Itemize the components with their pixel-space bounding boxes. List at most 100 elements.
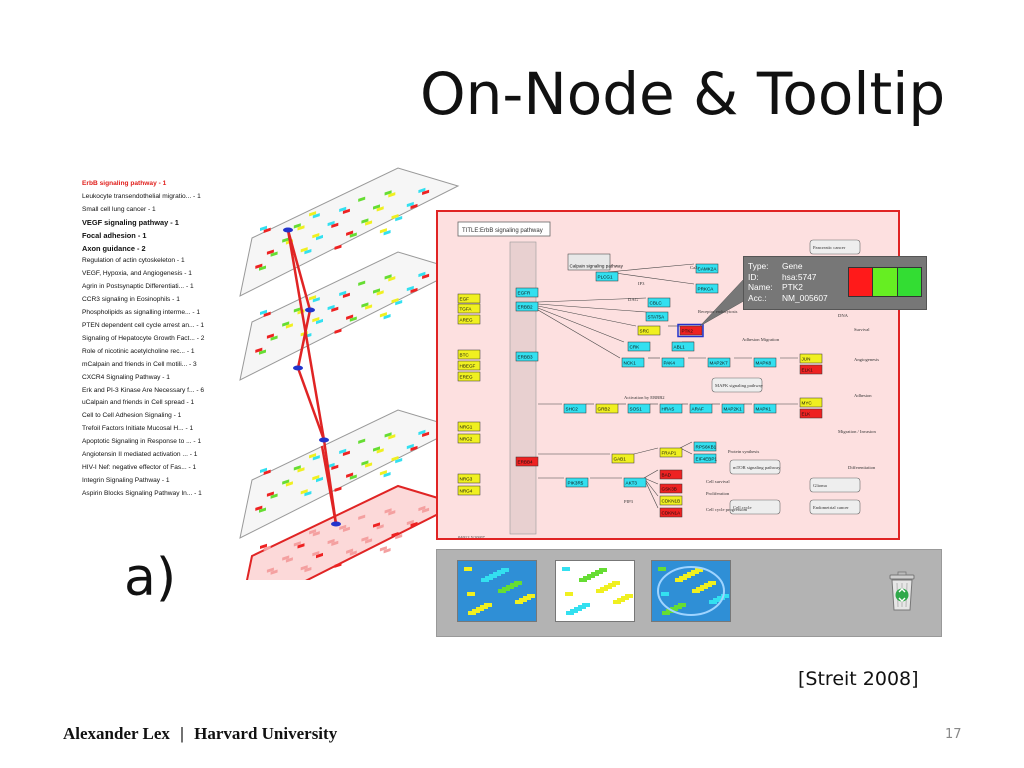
pathway-node[interactable]: MAP2K1: [721, 403, 745, 414]
pathway-node[interactable]: JUN: [799, 353, 823, 364]
pathway-node-box[interactable]: [645, 311, 669, 322]
pathway-node[interactable]: GAB1: [611, 453, 635, 464]
pathway-list-item[interactable]: Erk and PI-3 Kinase Are Necessary f... -…: [82, 386, 205, 394]
pathway-node-box[interactable]: [693, 453, 717, 464]
pathway-node-box[interactable]: [799, 408, 823, 419]
pathway-node-box[interactable]: [707, 357, 731, 368]
pathway-node-box[interactable]: [659, 447, 683, 458]
pathway-node-box[interactable]: [693, 441, 717, 452]
pathway-list-item[interactable]: mCalpain and friends in Cell motili... -…: [82, 360, 197, 368]
pathway-node-box[interactable]: [611, 453, 635, 464]
pathway-node-box[interactable]: [457, 303, 481, 314]
pathway-node[interactable]: RPS6KB1: [693, 441, 717, 452]
pathway-list-item[interactable]: Integrin Signaling Pathway - 1: [82, 476, 170, 484]
pathway-node-box[interactable]: [695, 283, 719, 294]
thumbnail-cell-diagram[interactable]: [651, 560, 731, 622]
pathway-node[interactable]: Calpain signaling pathway: [567, 253, 624, 271]
pathway-node[interactable]: CAMK2A: [695, 263, 719, 274]
pathway-node[interactable]: PAK4: [661, 357, 685, 368]
pathway-node-box[interactable]: [659, 469, 683, 480]
pathway-node-box[interactable]: [799, 364, 823, 375]
pathway-node-box[interactable]: [457, 293, 481, 304]
pathway-list-item[interactable]: Trefoil Factors Initiate Mucosal H... - …: [82, 425, 194, 433]
pathway-list-item[interactable]: CCR3 signaling in Eosinophils - 1: [82, 296, 180, 304]
pathway-node[interactable]: BAD: [659, 469, 683, 480]
pathway-node[interactable]: MYC: [799, 397, 823, 408]
pathway-list-item[interactable]: Axon guidance - 2: [82, 243, 146, 253]
pathway-node[interactable]: EGF: [457, 293, 481, 304]
pathway-node[interactable]: GSK3B: [659, 483, 683, 494]
pathway-node[interactable]: TGFA: [457, 303, 481, 314]
pathway-node[interactable]: SHC2: [563, 403, 587, 414]
pathway-node[interactable]: HRAS: [659, 403, 683, 414]
pathway-node-box[interactable]: [659, 403, 683, 414]
pathway-node[interactable]: HBEGF: [457, 360, 481, 371]
pathway-node[interactable]: ERBB3: [515, 351, 539, 362]
recycle-bin-icon[interactable]: [887, 570, 917, 612]
pathway-node[interactable]: MAPK1: [753, 403, 777, 414]
pathway-node-box[interactable]: [457, 485, 481, 496]
pathway-node-box[interactable]: [679, 325, 703, 336]
pathway-list-item[interactable]: Signaling of Hepatocyte Growth Fact... -…: [82, 334, 205, 342]
pathway-node-box[interactable]: [457, 473, 481, 484]
pathway-node-box[interactable]: [457, 349, 481, 360]
pathway-node[interactable]: EIF4EBP1: [693, 453, 717, 464]
pathway-node-box[interactable]: [457, 371, 481, 382]
pathway-node-box[interactable]: [753, 357, 777, 368]
pathway-node[interactable]: MAP2K7: [707, 357, 731, 368]
pathway-list-item[interactable]: Leukocyte transendothelial migratio... -…: [82, 192, 201, 200]
pathway-node-box[interactable]: [721, 403, 745, 414]
pathway-node-box[interactable]: [515, 456, 539, 467]
pathway-node-box[interactable]: [595, 403, 619, 414]
pathway-node-box[interactable]: [799, 353, 823, 364]
pathway-node-box[interactable]: [515, 351, 539, 362]
pathway-list-item[interactable]: CXCR4 Signaling Pathway - 1: [82, 373, 170, 381]
pathway-node[interactable]: BTC: [457, 349, 481, 360]
pathway-node[interactable]: MAPK8: [753, 357, 777, 368]
pathway-node-box[interactable]: [637, 325, 661, 336]
linked-pathway-box[interactable]: [809, 477, 861, 493]
pathway-node[interactable]: PTK2: [679, 325, 703, 336]
pathway-node[interactable]: ELK1: [799, 364, 823, 375]
pathway-node-box[interactable]: [627, 341, 651, 352]
pathway-node-box[interactable]: [659, 507, 683, 518]
pathway-node[interactable]: ERBB4: [515, 456, 539, 467]
pathway-list-item[interactable]: Cell to Cell Adhesion Signaling - 1: [82, 412, 182, 420]
pathway-node[interactable]: CDKN1A: [659, 507, 683, 518]
pathway-node-box[interactable]: [659, 483, 683, 494]
pathway-node[interactable]: SOS1: [627, 403, 651, 414]
pathway-node[interactable]: STAT5A: [645, 311, 669, 322]
pathway-node[interactable]: NRG4: [457, 485, 481, 496]
pathway-node-box[interactable]: [627, 403, 651, 414]
pathway-list-item[interactable]: ErbB signaling pathway - 1: [82, 180, 167, 187]
pathway-list-item[interactable]: Phospholipids as signalling interme... -…: [82, 309, 201, 317]
linked-pathway-box[interactable]: [711, 377, 763, 393]
pathway-list-item[interactable]: Apoptotic Signaling in Response to ... -…: [82, 438, 202, 446]
pathway-node[interactable]: FRAP1: [659, 447, 683, 458]
linked-pathway-box[interactable]: [809, 499, 861, 515]
pathway-node[interactable]: PRKCA: [695, 283, 719, 294]
pathway-node[interactable]: AREG: [457, 314, 481, 325]
pathway-node[interactable]: EREG: [457, 371, 481, 382]
pathway-node[interactable]: PIK3R5: [565, 477, 589, 488]
pathway-node-box[interactable]: [671, 341, 695, 352]
pathway-bucket[interactable]: [436, 549, 942, 637]
thumbnail-pathway-white[interactable]: [555, 560, 635, 622]
linked-pathway-box[interactable]: [729, 499, 781, 515]
pathway-node-box[interactable]: [515, 301, 539, 312]
stacked-pathway-layers[interactable]: [200, 160, 462, 580]
pathway-list-item[interactable]: VEGF signaling pathway - 1: [82, 217, 179, 227]
pathway-node-box[interactable]: [623, 477, 647, 488]
pathway-list-item[interactable]: Role of nicotinic acetylcholine rec... -…: [82, 347, 195, 355]
thumbnail-pathway-blue[interactable]: [457, 560, 537, 622]
pathway-list-item[interactable]: PTEN dependent cell cycle arrest an... -…: [82, 321, 205, 329]
pathway-list-item[interactable]: Regulation of actin cytoskeleton - 1: [82, 257, 185, 265]
pathway-list-item[interactable]: HIV-I Nef: negative effector of Fas... -…: [82, 463, 197, 471]
pathway-node[interactable]: CDKN1B: [659, 495, 683, 506]
pathway-node-box[interactable]: [595, 271, 619, 282]
pathway-node-box[interactable]: [457, 433, 481, 444]
pathway-node-box[interactable]: [695, 263, 719, 274]
pathway-node[interactable]: SRC: [637, 325, 661, 336]
pathway-node-box[interactable]: [661, 357, 685, 368]
pathway-node-box[interactable]: [689, 403, 713, 414]
